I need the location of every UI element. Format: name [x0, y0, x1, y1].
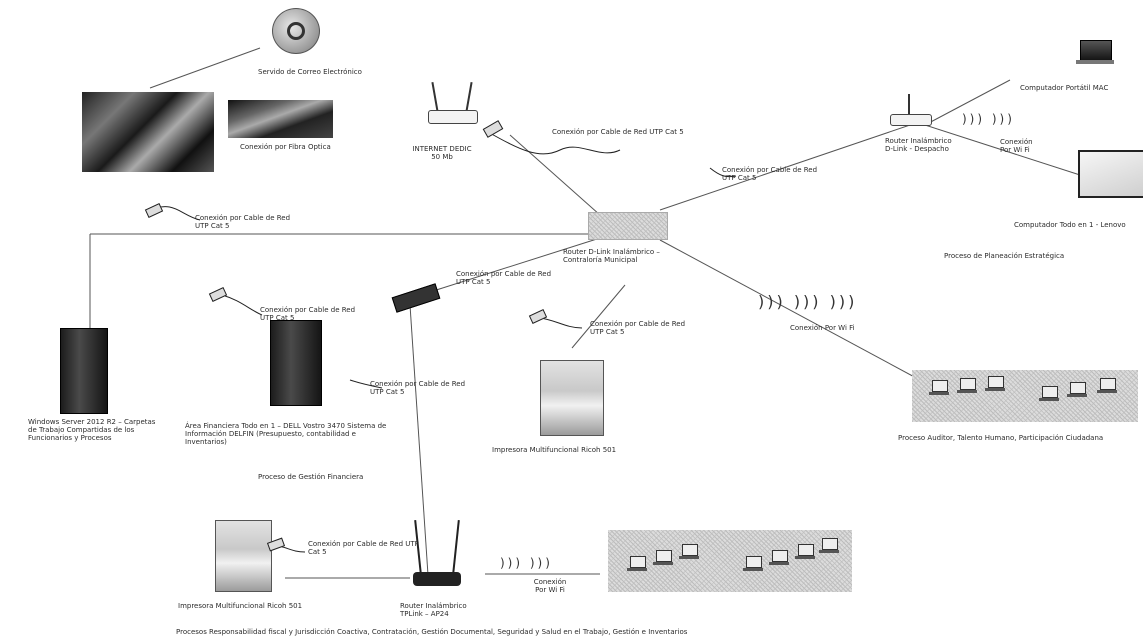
server-label: Windows Server 2012 R2 – Carpetas de Tra… — [28, 418, 156, 442]
strategic-planning-label: Proceso de Planeación Estratégica — [944, 252, 1065, 260]
financial-pc-icon — [270, 320, 322, 406]
bottom-workstations-group — [608, 530, 852, 592]
fiber-cable-image — [228, 100, 333, 138]
wifi-center-line — [659, 239, 921, 381]
aio-link-line — [924, 124, 1081, 176]
laptop-mac-icon — [1080, 40, 1112, 62]
printer-link-line — [571, 284, 626, 349]
wifi-office-label: Conexión Por Wi Fi — [1000, 138, 1033, 154]
cable-conn-financial-label: Conexión por Cable de Red UTP Cat 5 — [260, 306, 356, 322]
internet-link-line — [509, 134, 601, 216]
cable-top-line — [487, 131, 621, 155]
cable-printer-line — [539, 317, 583, 329]
all-in-one-icon — [1078, 150, 1143, 198]
email-service-label: Servido de Correo Electrónico — [258, 68, 362, 76]
cable-fin-line — [221, 294, 263, 316]
cable-conn-left-label: Conexión por Cable de Red UTP Cat 5 — [195, 214, 291, 230]
cable-conn-top-label: Conexión por Cable de Red UTP Cat 5 — [552, 128, 684, 136]
main-router-icon — [588, 212, 668, 240]
cable-conn-printer-label: Conexión por Cable de Red UTP Cat 5 — [590, 320, 686, 336]
email-icon — [272, 8, 320, 54]
tplink-uplink-line — [409, 304, 429, 576]
financial-area-label: Área Financiera Todo en 1 – DELL Vostro … — [185, 422, 387, 446]
office-router-line — [659, 124, 911, 211]
printer-bottom-label: Impresora Multifuncional Ricoh 501 — [178, 602, 303, 610]
office-router-label: Router Inalámbrico D-Link - Despacho — [885, 137, 952, 153]
email-link-line — [149, 47, 261, 89]
wifi-center-label: Conexión Por Wi Fi — [790, 324, 855, 332]
cable-fin-pc-line — [349, 379, 383, 389]
cable-center-line — [709, 167, 737, 178]
office-router-icon — [890, 94, 932, 130]
wifi-center-icon: ))) ))) ))) — [758, 292, 858, 311]
cable-conn-switch-label: Conexión por Cable de Red UTP Cat 5 — [456, 270, 552, 286]
tplink-router-label: Router Inalámbrico TPLink – AP24 — [400, 602, 467, 618]
cable-conn-center-label: Conexión por Cable de Red UTP Cat 5 — [722, 166, 818, 182]
laptop-mac-label: Computador Portátil MAC — [1020, 84, 1109, 92]
wifi-office-icon: ))) ))) — [962, 112, 1015, 126]
tplink-router-icon — [413, 520, 461, 590]
cable-conn-bottom-label: Conexión por Cable de Red UTP Cat 5 — [308, 540, 419, 556]
printer-bottom-icon — [215, 520, 272, 592]
audit-workstations-group — [912, 370, 1138, 422]
printer-center-label: Impresora Multifuncional Ricoh 501 — [492, 446, 617, 454]
wifi-bottom-icon: ))) ))) — [500, 556, 553, 570]
all-in-one-label: Computador Todo en 1 - Lenovo — [1014, 221, 1126, 229]
internet-label: INTERNET DEDIC 50 Mb — [412, 145, 472, 161]
audit-processes-label: Proceso Auditor, Talento Humano, Partici… — [898, 434, 1104, 442]
cable-conn-financial-pc-label: Conexión por Cable de Red UTP Cat 5 — [370, 380, 466, 396]
server-icon — [60, 328, 108, 414]
financial-process-label: Proceso de Gestión Financiera — [258, 473, 364, 481]
switch-link-line — [429, 237, 601, 293]
printer-center-icon — [540, 360, 604, 436]
fiber-optic-image — [82, 92, 214, 172]
bottom-processes-label: Procesos Responsabilidad fiscal y Jurisd… — [176, 628, 688, 636]
internet-router-icon — [428, 82, 478, 128]
laptop-link-line — [924, 79, 1011, 126]
main-router-label: Router D-Link Inalámbrico – Contraloría … — [563, 248, 660, 264]
laptop-base — [1076, 60, 1114, 64]
fiber-connection-label: Conexión por Fibra Optica — [240, 143, 331, 151]
wifi-bottom-label: Conexión Por Wi Fi — [533, 578, 567, 594]
